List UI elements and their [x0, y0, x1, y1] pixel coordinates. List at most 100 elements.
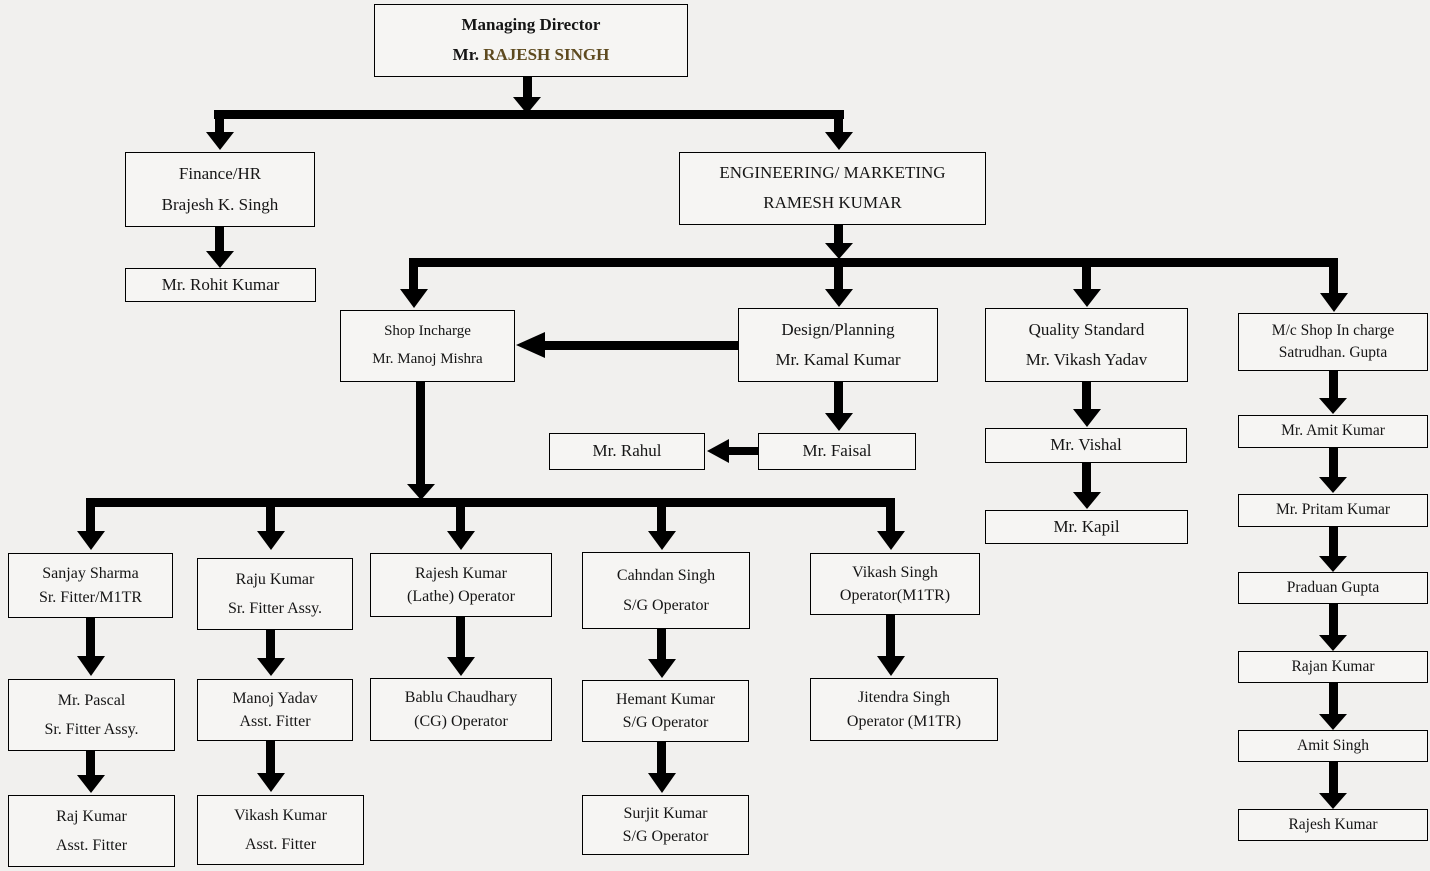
connector-line	[456, 507, 465, 531]
arrowhead-down-icon	[825, 132, 853, 150]
arrowhead-down-icon	[648, 773, 676, 793]
org-node-amit-kumar: Mr. Amit Kumar	[1238, 415, 1428, 448]
connector-line	[266, 507, 275, 531]
arrowhead-down-icon	[1319, 477, 1347, 493]
org-node-label: Mr. Rahul	[592, 441, 662, 461]
arrowhead-down-icon	[400, 289, 428, 308]
org-node-label: Asst. Fitter	[55, 836, 128, 854]
connector-line	[86, 751, 95, 775]
connector-line	[545, 341, 738, 350]
org-node-label: Shop Incharge	[384, 322, 471, 339]
arrowhead-down-icon	[648, 531, 676, 550]
org-node-label: Mr. Kamal Kumar	[775, 349, 901, 369]
org-node-label: Finance/HR	[178, 164, 262, 184]
org-node-label: Sanjay Sharma	[42, 565, 139, 583]
connector-line	[1082, 382, 1091, 409]
org-node-rohit-kumar: Mr. Rohit Kumar	[125, 268, 316, 302]
org-node-rajan-kumar: Rajan Kumar	[1238, 651, 1428, 683]
arrowhead-down-icon	[877, 531, 905, 550]
org-node-label: Asst. Fitter	[244, 835, 317, 853]
arrowhead-down-icon	[513, 97, 541, 114]
connector-line	[266, 630, 275, 658]
connector-line	[886, 615, 895, 656]
org-node-label: S/G Operator	[622, 714, 709, 731]
org-node-label: Brajesh K. Singh	[161, 194, 279, 214]
org-node-label: Sr. Fitter Assy.	[44, 720, 139, 738]
arrowhead-left-icon	[707, 439, 729, 463]
org-node-label: Praduan Gupta	[1286, 578, 1380, 596]
org-node-label: Mr. Vikash Yadav	[1025, 349, 1148, 369]
connector-line	[834, 225, 843, 243]
connector-line	[1082, 267, 1091, 289]
arrowhead-down-icon	[1073, 409, 1101, 427]
org-node-label: ENGINEERING/ MARKETING	[719, 163, 946, 183]
org-node-label: Raj Kumar	[56, 807, 127, 825]
arrowhead-down-icon	[1319, 635, 1347, 651]
arrowhead-down-icon	[77, 775, 105, 793]
org-node-label: Operator(M1TR)	[839, 587, 951, 604]
org-node-label: Satrudhan. Gupta	[1278, 344, 1388, 361]
arrowhead-down-icon	[257, 658, 285, 676]
connector-line	[215, 227, 224, 251]
connector-line	[657, 742, 666, 773]
connector-line	[456, 617, 465, 657]
arrowhead-down-icon	[257, 773, 285, 792]
org-node-label: Cahndan Singh	[616, 566, 716, 584]
connector-line	[1329, 267, 1338, 293]
org-node-label: (Lathe) Operator	[407, 588, 515, 605]
org-node-label: Surjit Kumar	[623, 804, 708, 822]
connector-line	[214, 110, 844, 119]
connector-line	[86, 618, 95, 656]
connector-line	[1082, 463, 1091, 492]
org-node-label: S/G Operator	[623, 597, 709, 615]
org-node-label: Mr. Manoj Mishra	[372, 351, 483, 368]
arrowhead-down-icon	[257, 531, 285, 550]
org-node-label: Mr. Rohit Kumar	[161, 274, 280, 294]
arrowhead-down-icon	[825, 413, 853, 431]
arrowhead-down-icon	[447, 657, 475, 676]
org-node-label: Rajesh Kumar	[415, 564, 507, 582]
org-node-label: Sr. Fitter Assy.	[227, 599, 323, 617]
org-node-label-part: RAJESH SINGH	[483, 45, 610, 65]
org-node-label: Design/Planning	[781, 319, 895, 339]
org-node-label: Asst. Fitter	[239, 713, 311, 730]
connector-line	[409, 258, 1338, 267]
arrowhead-down-icon	[1319, 398, 1347, 414]
org-node-label: Managing Director	[461, 15, 601, 35]
org-node-rajesh-kumar-mc: Rajesh Kumar	[1238, 809, 1428, 841]
org-node-label: Vikash Kumar	[234, 807, 327, 825]
connector-line	[86, 498, 895, 507]
org-node-rahul: Mr. Rahul	[549, 433, 705, 470]
org-node-label: Rajesh Kumar	[1288, 815, 1378, 833]
arrowhead-down-icon	[825, 243, 853, 259]
connector-line	[416, 382, 425, 484]
arrowhead-down-icon	[648, 659, 676, 678]
org-node-label: Jitendra Singh	[858, 689, 950, 707]
connector-line	[657, 507, 666, 531]
arrowhead-down-icon	[877, 656, 905, 676]
arrowhead-left-icon	[516, 332, 545, 358]
arrowhead-down-icon	[1073, 289, 1101, 307]
org-node-label: Amit Singh	[1297, 736, 1369, 754]
org-node-label: Raju Kumar	[235, 570, 315, 588]
org-node-finance-hr: Finance/HR Brajesh K. Singh	[125, 152, 315, 227]
connector-line	[1329, 762, 1338, 793]
org-node-label: Mr. Amit Kumar	[1281, 422, 1385, 440]
org-node-kapil: Mr. Kapil	[985, 510, 1188, 544]
arrowhead-down-icon	[447, 531, 475, 550]
arrowhead-down-icon	[77, 656, 105, 676]
org-node-label: Mr. Kapil	[1053, 516, 1120, 536]
connector-line	[523, 77, 532, 99]
